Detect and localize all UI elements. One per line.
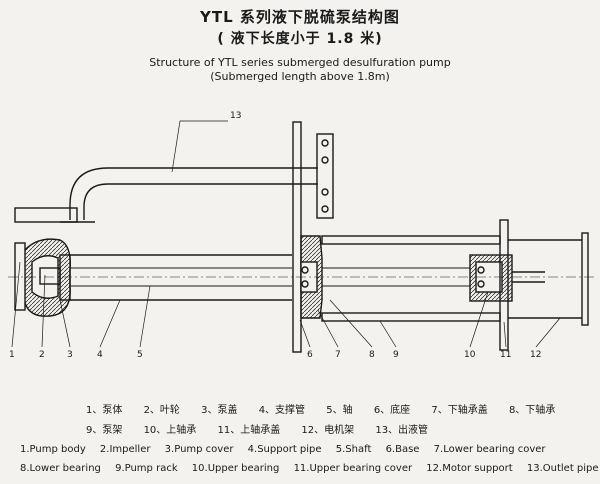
legend-en-item: 3.Pump cover (164, 444, 234, 455)
legend-en-item: 7.Lower bearing cover (433, 444, 546, 455)
callout-5: 5 (137, 350, 143, 360)
legend-zh-item: 12、电机架 (301, 425, 355, 436)
leader-lines (11, 120, 561, 348)
callout-3: 3 (67, 350, 73, 360)
legend-zh-item: 8、下轴承 (508, 405, 556, 416)
legend-en-item: 2.Impeller (99, 444, 151, 455)
callout-4: 4 (97, 350, 103, 360)
legend-en-item: 5.Shaft (335, 444, 372, 455)
legend-en-item: 8.Lower bearing (20, 463, 101, 474)
callout-1: 1 (9, 350, 15, 360)
callout-10: 10 (464, 350, 476, 360)
legend-zh-item: 13、出液管 (375, 425, 429, 436)
legend-en-item: 6.Base (385, 444, 420, 455)
callout-8: 8 (369, 350, 375, 360)
legend-en-item: 13.Outlet pipe (526, 463, 599, 474)
legend-en-item: 12.Motor support (426, 463, 513, 474)
legend-en-item: 4.Support pipe (247, 444, 322, 455)
legend-chinese-row-1: 1、泵体 2、叶轮 3、泵盖 4、支撑管 5、轴 6、底座 7、下轴承盖 8、下… (86, 401, 573, 416)
legend-zh-item: 3、泵盖 (201, 405, 238, 416)
support-pipe (70, 254, 292, 301)
legend-zh-item: 7、下轴承盖 (431, 405, 488, 416)
pump-structure-drawing: 13 1 2 3 4 5 6 7 8 9 10 11 12 (8, 111, 595, 360)
legend-english-row-2: 8.Lower bearing 9.Pump rack 10.Upper bea… (20, 463, 600, 474)
legend-en-item: 9.Pump rack (115, 463, 178, 474)
legend-zh-item: 5、轴 (326, 405, 353, 416)
subtitle-chinese: ( 液下长度小于 1.8 米) (217, 31, 383, 47)
title-english: Structure of YTL series submerged desulf… (149, 56, 451, 69)
legend-zh-item: 2、叶轮 (143, 405, 180, 416)
outlet-pipe (14, 167, 318, 223)
motor-support (499, 219, 589, 351)
legend-zh-item: 10、上轴承 (143, 425, 197, 436)
legend-zh-item: 1、泵体 (86, 405, 123, 416)
legend-en-item: 10.Upper bearing (191, 463, 280, 474)
legend-zh-item: 4、支撑管 (258, 405, 306, 416)
legend-en-item: 1.Pump body (20, 444, 86, 455)
callout-12: 12 (530, 350, 541, 360)
base-plate (292, 121, 302, 353)
legend-english-row-1: 1.Pump body 2.Impeller 3.Pump cover 4.Su… (20, 444, 557, 455)
callout-9: 9 (393, 350, 399, 360)
legend-en-item: 11.Upper bearing cover (293, 463, 413, 474)
legend-zh-item: 11、上轴承盖 (217, 425, 281, 436)
callout-13: 13 (230, 111, 241, 121)
pump-body (14, 238, 71, 317)
subtitle-english: (Submerged length above 1.8m) (210, 70, 390, 83)
title-chinese: YTL 系列液下脱硫泵结构图 (200, 8, 400, 26)
callout-11: 11 (500, 350, 511, 360)
outlet-flange (316, 133, 334, 219)
legend-chinese-row-2: 9、泵架 10、上轴承 11、上轴承盖 12、电机架 13、出液管 (86, 421, 446, 436)
legend-zh-item: 6、底座 (373, 405, 411, 416)
callout-6: 6 (307, 350, 313, 360)
callout-2: 2 (39, 350, 45, 360)
callout-7: 7 (335, 350, 341, 360)
legend-zh-item: 9、泵架 (86, 425, 123, 436)
